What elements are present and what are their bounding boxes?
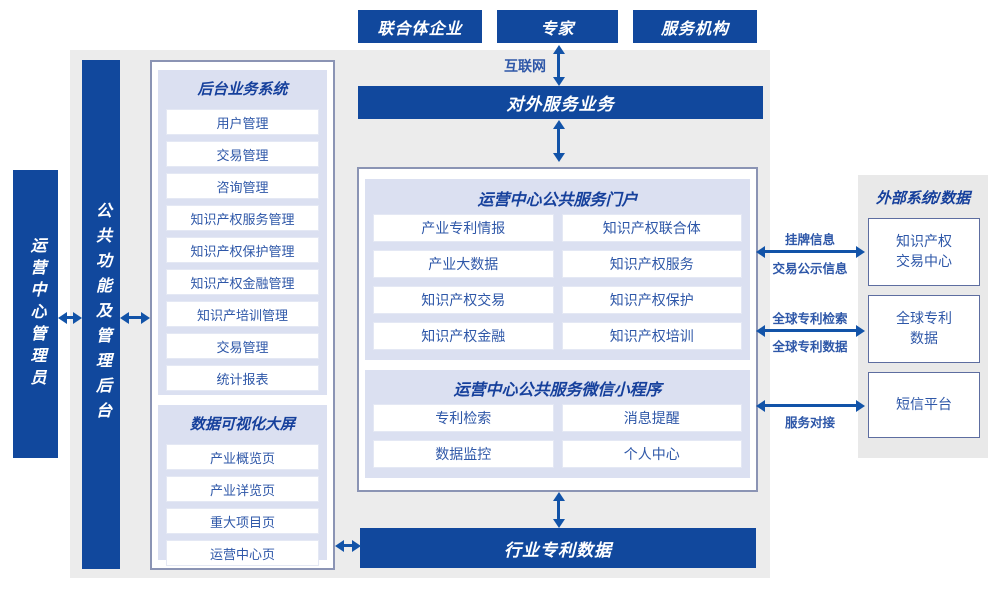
wechat-miniapp-title: 运营中心公共服务微信小程序 [453, 382, 662, 399]
data-visualization-item: 产业概览页 [166, 444, 319, 470]
data-visualization-title: 数据可视化大屏 [189, 416, 295, 433]
backend-system-item: 用户管理 [166, 109, 319, 135]
portal-item: 知识产权服务 [561, 250, 742, 278]
backend-system-item: 咨询管理 [166, 173, 319, 199]
miniapp-item: 消息提醒 [561, 404, 742, 432]
backend-system-item: 知识产培训管理 [166, 301, 319, 327]
actor-service-agency: 服务机构 [633, 10, 757, 43]
external-systems-title: 外部系统/数据 [875, 190, 971, 207]
trading-center-link-arrow [765, 250, 856, 253]
operation-center-admin: 运营中心管理员 [13, 170, 58, 458]
internet-label: 互联网 [504, 58, 546, 74]
data-visualization-item: 重大项目页 [166, 508, 319, 534]
admin-backend-arrow [67, 316, 73, 319]
data-visualization-item: 运营中心页 [166, 540, 319, 566]
backend-system-panel: 后台业务系统 用户管理交易管理咨询管理知识产权服务管理知识产权保护管理知识产权金… [158, 70, 327, 395]
service-to-portal-arrow [557, 129, 560, 153]
portal-item: 产业大数据 [373, 250, 554, 278]
actor-expert: 专家 [497, 10, 618, 43]
backend-system-item: 交易管理 [166, 333, 319, 359]
portal-item: 知识产权保护 [561, 286, 742, 314]
backend-system-title: 后台业务系统 [197, 81, 288, 98]
miniapp-item: 个人中心 [561, 440, 742, 468]
actor-consortium-enterprise: 联合体企业 [358, 10, 482, 43]
panel-to-industry-arrow [344, 544, 352, 547]
internet-arrow [557, 54, 560, 77]
wechat-miniapp-items: 专利检索消息提醒数据监控个人中心 [365, 400, 750, 478]
service-connect-label: 服务对接 [784, 416, 835, 430]
public-service-portal-items: 产业专利情报知识产权联合体产业大数据知识产权服务知识产权交易知识产权保护知识产权… [365, 210, 750, 360]
global-patent-data-label: 全球专利数据 [772, 340, 848, 354]
portal-item: 知识产权联合体 [561, 214, 742, 242]
wechat-miniapp-panel: 运营中心公共服务微信小程序 专利检索消息提醒数据监控个人中心 [365, 370, 750, 478]
backend-system-item: 交易管理 [166, 141, 319, 167]
external-service-bar: 对外服务业务 [358, 86, 763, 119]
portal-to-industry-arrow [557, 501, 560, 519]
public-function-backend-bar: 公共功能及管理后台 [82, 60, 120, 569]
ip-trading-center-box: 知识产权 交易中心 [868, 218, 980, 286]
listing-info-label: 挂牌信息 [784, 233, 835, 247]
industry-patent-data-bar: 行业专利数据 [360, 528, 756, 568]
trade-publicity-label: 交易公示信息 [772, 262, 848, 276]
backend-panel-arrow [129, 316, 141, 319]
public-service-portal-panel: 运营中心公共服务门户 产业专利情报知识产权联合体产业大数据知识产权服务知识产权交… [365, 179, 750, 360]
backend-system-item: 知识产权保护管理 [166, 237, 319, 263]
backend-system-item: 统计报表 [166, 365, 319, 391]
sms-platform-box: 短信平台 [868, 372, 980, 438]
miniapp-item: 数据监控 [373, 440, 554, 468]
portal-item: 知识产权金融 [373, 322, 554, 350]
global-patent-search-label: 全球专利检索 [772, 312, 848, 326]
global-patent-data-box: 全球专利 数据 [868, 295, 980, 363]
global-patent-link-arrow [765, 329, 856, 332]
backend-system-items: 用户管理交易管理咨询管理知识产权服务管理知识产权保护管理知识产权金融管理知识产培… [158, 99, 327, 399]
portal-item: 产业专利情报 [373, 214, 554, 242]
sms-link-arrow [765, 404, 856, 407]
data-visualization-panel: 数据可视化大屏 产业概览页产业详览页重大项目页运营中心页 [158, 405, 327, 566]
data-visualization-item: 产业详览页 [166, 476, 319, 502]
portal-item: 知识产权培训 [561, 322, 742, 350]
backend-system-item: 知识产权服务管理 [166, 205, 319, 231]
data-visualization-items: 产业概览页产业详览页重大项目页运营中心页 [158, 434, 327, 574]
miniapp-item: 专利检索 [373, 404, 554, 432]
portal-item: 知识产权交易 [373, 286, 554, 314]
public-service-portal-title: 运营中心公共服务门户 [477, 192, 638, 209]
backend-system-item: 知识产权金融管理 [166, 269, 319, 295]
